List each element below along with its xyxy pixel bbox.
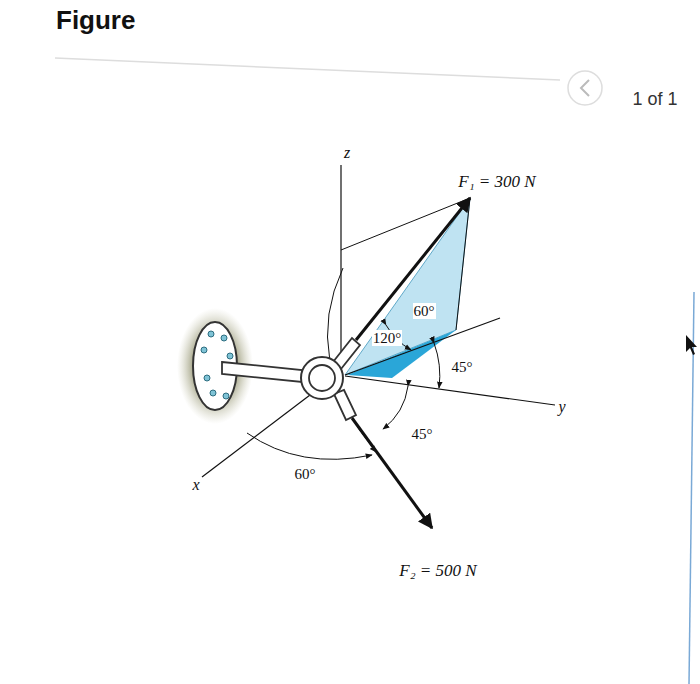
axis-label: x: [192, 476, 199, 494]
rod: [222, 362, 302, 382]
angle-arc: [247, 433, 372, 459]
angle-arc: [383, 386, 408, 429]
construction-line: [456, 198, 470, 330]
angle-label: 45°: [411, 426, 434, 443]
force-label: F₂ = 500 N: [399, 562, 476, 581]
z-axis: [340, 165, 341, 360]
force-label: F₁ = 300 N: [458, 173, 535, 192]
rod: [334, 390, 356, 420]
back-chevron: [581, 80, 589, 96]
force-plane: [345, 198, 470, 375]
axis-label: z: [344, 144, 350, 162]
header-rule: [55, 58, 560, 80]
page-counter: 1 of 1: [632, 90, 677, 110]
angle-label: 60°: [294, 466, 317, 483]
figure-title: Figure: [56, 6, 135, 35]
angle-label: 45°: [451, 359, 474, 376]
ring: [301, 357, 343, 399]
axis-label: y: [558, 398, 565, 416]
angle-label: 120°: [372, 330, 403, 347]
y-axis: [345, 376, 555, 405]
ring-hole: [309, 365, 335, 391]
mouse-cursor: [686, 335, 697, 355]
back-button: [568, 71, 602, 105]
angle-arc: [434, 343, 440, 388]
angle-arc: [327, 268, 376, 452]
angle-label: 60°: [413, 303, 436, 320]
force-arrow: [356, 198, 470, 340]
